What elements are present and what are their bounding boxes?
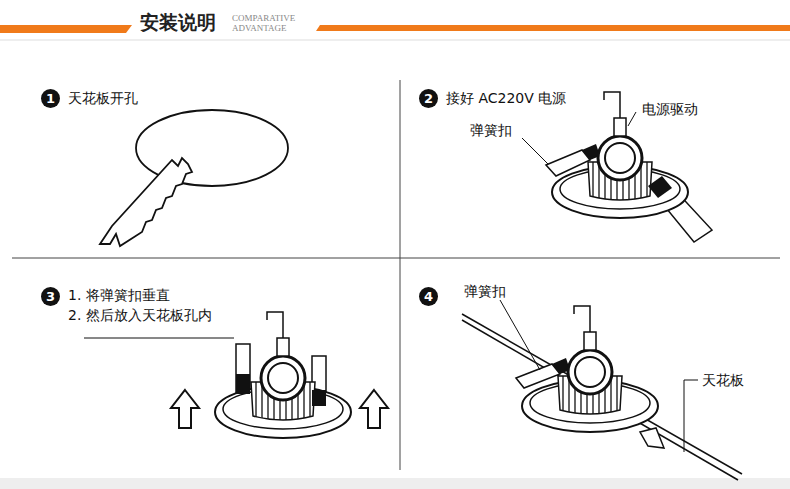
step-text: 天花板开孔 [68, 89, 138, 107]
header-subtitle: COMPARATIVE ADVANTAGE [232, 13, 312, 33]
step-text: 1. 将弹簧扣垂直 [68, 286, 170, 304]
step-number: 2 [419, 89, 438, 108]
step-text: 接好 AC220V 电源 [446, 89, 566, 107]
step-number: 4 [419, 287, 438, 306]
part-label: 弹簧扣 [468, 121, 514, 139]
part-label: 天花板 [700, 371, 746, 389]
part-label: 电源驱动 [640, 100, 700, 118]
header-title: 安装说明 [140, 10, 216, 34]
step-number: 1 [41, 89, 60, 108]
step-number: 3 [41, 287, 60, 306]
step-text: 2. 然后放入天花板孔内 [68, 306, 212, 324]
part-label: 弹簧扣 [462, 282, 508, 300]
